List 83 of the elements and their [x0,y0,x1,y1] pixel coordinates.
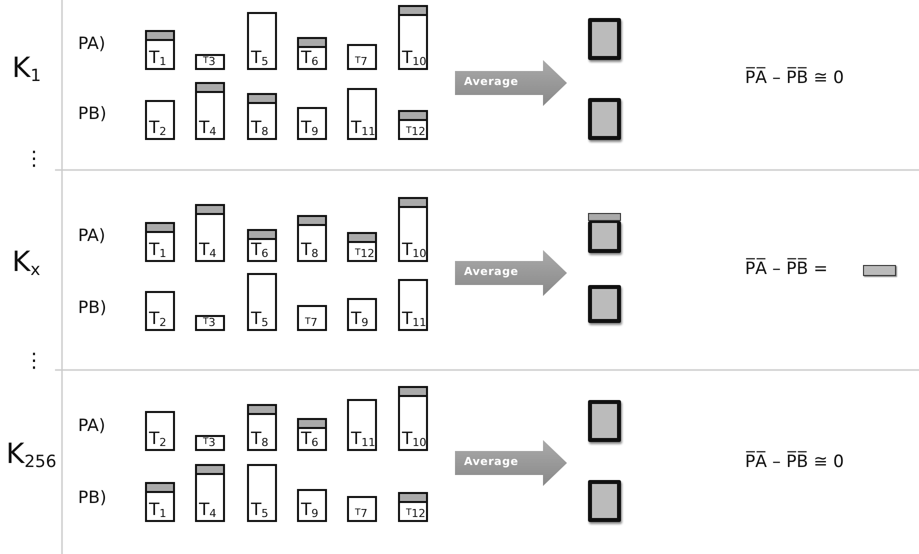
trace-box [247,229,277,262]
trace-label: T$_{1}$ [149,242,166,259]
arrow-label: Average [464,266,518,277]
trace-label: T$_{4}$ [199,502,216,519]
arrow-label: Average [464,456,518,467]
trace-box [398,197,428,262]
trace-label: T$_{5}$ [251,311,268,328]
trace-label: T$_{1}$ [149,502,166,519]
trace-box [195,435,225,451]
trace-label: T$_{5}$ [251,50,268,67]
trace-box [195,54,225,70]
row-key-label: K$_{1}$ [12,54,42,84]
trace-label: T$_{2}$ [149,431,166,448]
difference-bar [863,265,896,276]
ellipsis: ⋮ [24,350,44,370]
trace-box [297,107,327,140]
trace-box [195,464,225,522]
trace-box [145,291,175,331]
trace-label: T$_{11}$ [402,311,426,328]
average-box [588,285,621,323]
trace-box [145,411,175,451]
average-box [588,480,621,522]
trace-box [247,12,277,70]
trace-box [247,404,277,451]
trace-box [347,88,377,140]
trace-box [247,93,277,140]
trace-box [297,37,327,70]
trace-box [297,305,327,331]
arrow-label: Average [464,76,518,87]
trace-box [145,222,175,262]
group-label: PB) [78,106,107,123]
ellipsis: ⋮ [24,148,44,168]
trace-label: T$_{10}$ [402,242,426,259]
trace-box [145,30,175,70]
row-key-label: K$_{x}$ [12,248,40,278]
trace-box [398,279,428,331]
group-label: PB) [78,300,107,317]
row-key-label: K$_{256}$ [6,440,56,470]
trace-label: T$_{4}$ [199,120,216,137]
trace-label: T$_{5}$ [251,502,268,519]
trace-box [247,273,277,331]
trace-box [195,315,225,331]
trace-box [347,232,377,262]
trace-box [195,204,225,262]
trace-box [297,489,327,522]
trace-box [398,492,428,522]
trace-label: T$_{10}$ [402,431,426,448]
average-box [588,18,621,60]
trace-label: T$_{1}$ [149,50,166,67]
trace-label: T$_{6}$ [301,431,318,448]
trace-label: T$_{11}$ [351,431,376,448]
trace-box [297,215,327,262]
group-label: PA) [78,36,106,53]
group-label: PA) [78,228,106,245]
trace-label: T$_{9}$ [351,311,368,328]
trace-box [145,100,175,140]
trace-label: T$_{2}$ [149,311,166,328]
trace-box [297,418,327,451]
trace-label: T$_{8}$ [251,431,268,448]
trace-box [398,5,428,70]
trace-label: T$_{11}$ [351,120,376,137]
group-label: PA) [78,418,106,435]
trace-box [347,399,377,451]
trace-label: T$_{6}$ [301,50,318,67]
trace-box [247,464,277,522]
trace-box [398,110,428,140]
trace-label: T$_{4}$ [199,242,216,259]
trace-label: T$_{8}$ [301,242,318,259]
trace-box [347,44,377,70]
trace-label: T$_{9}$ [301,120,318,137]
trace-box [145,482,175,522]
trace-label: T$_{10}$ [402,50,426,67]
group-label: PB) [78,490,107,507]
trace-label: T$_{2}$ [149,120,166,137]
trace-label: T$_{6}$ [251,242,268,259]
average-box [588,98,621,140]
trace-box [347,496,377,522]
average-box [588,400,621,442]
trace-label: T$_{8}$ [251,120,268,137]
trace-label: T$_{9}$ [301,502,318,519]
trace-box [398,386,428,451]
trace-box [195,82,225,140]
trace-box [347,298,377,331]
